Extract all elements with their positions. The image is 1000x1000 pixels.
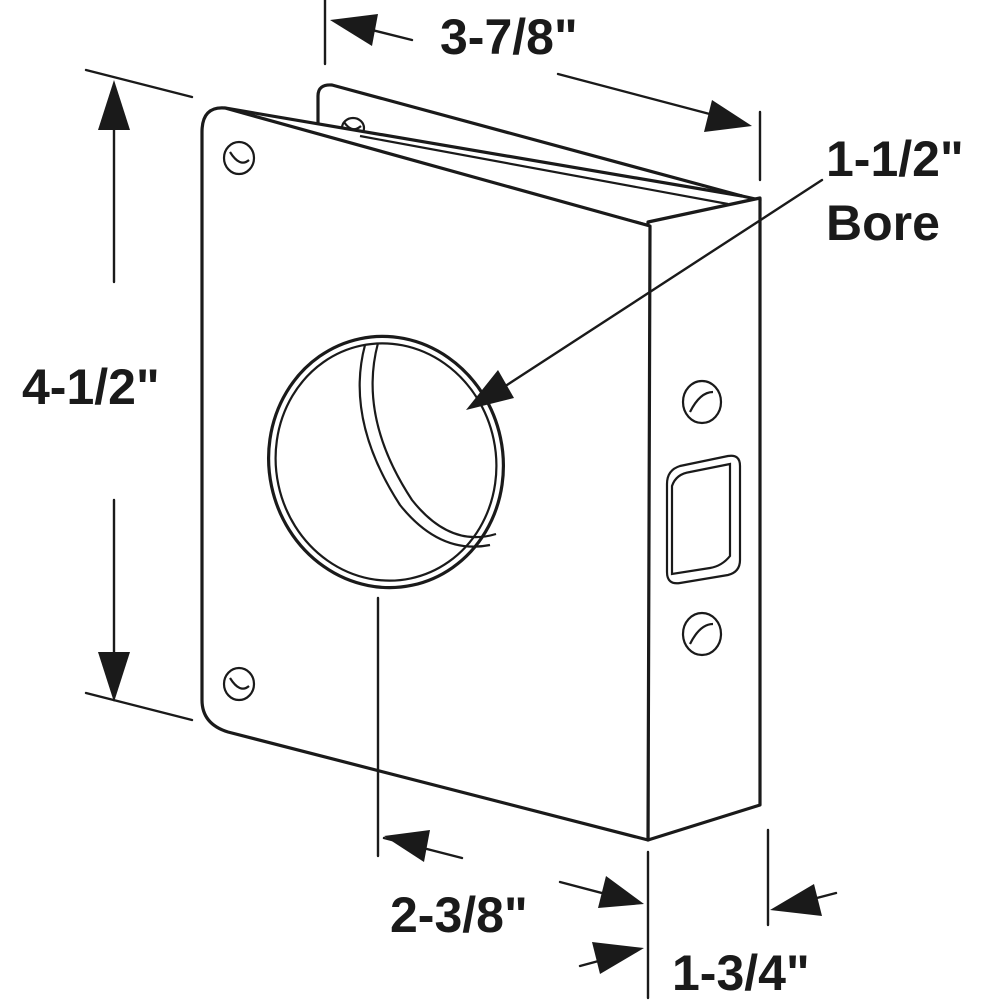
screw-hole-top	[222, 140, 256, 176]
height-dimension	[84, 68, 194, 722]
backset-label: 2-3/8"	[390, 887, 528, 943]
thickness-label: 1-3/4"	[672, 945, 810, 1000]
bore-leader	[466, 178, 824, 410]
bore-word-label: Bore	[826, 195, 940, 251]
top-width-dimension	[323, 0, 762, 182]
bore-hole	[266, 334, 506, 590]
screw-hole-bottom	[222, 666, 256, 702]
backset-dimension	[376, 596, 650, 1000]
top-width-label: 3-7/8"	[440, 9, 578, 65]
height-label: 4-1/2"	[22, 359, 160, 415]
bore-size-label: 1-1/2"	[826, 131, 964, 187]
side-face	[646, 196, 762, 842]
thickness-dimension	[578, 828, 838, 974]
